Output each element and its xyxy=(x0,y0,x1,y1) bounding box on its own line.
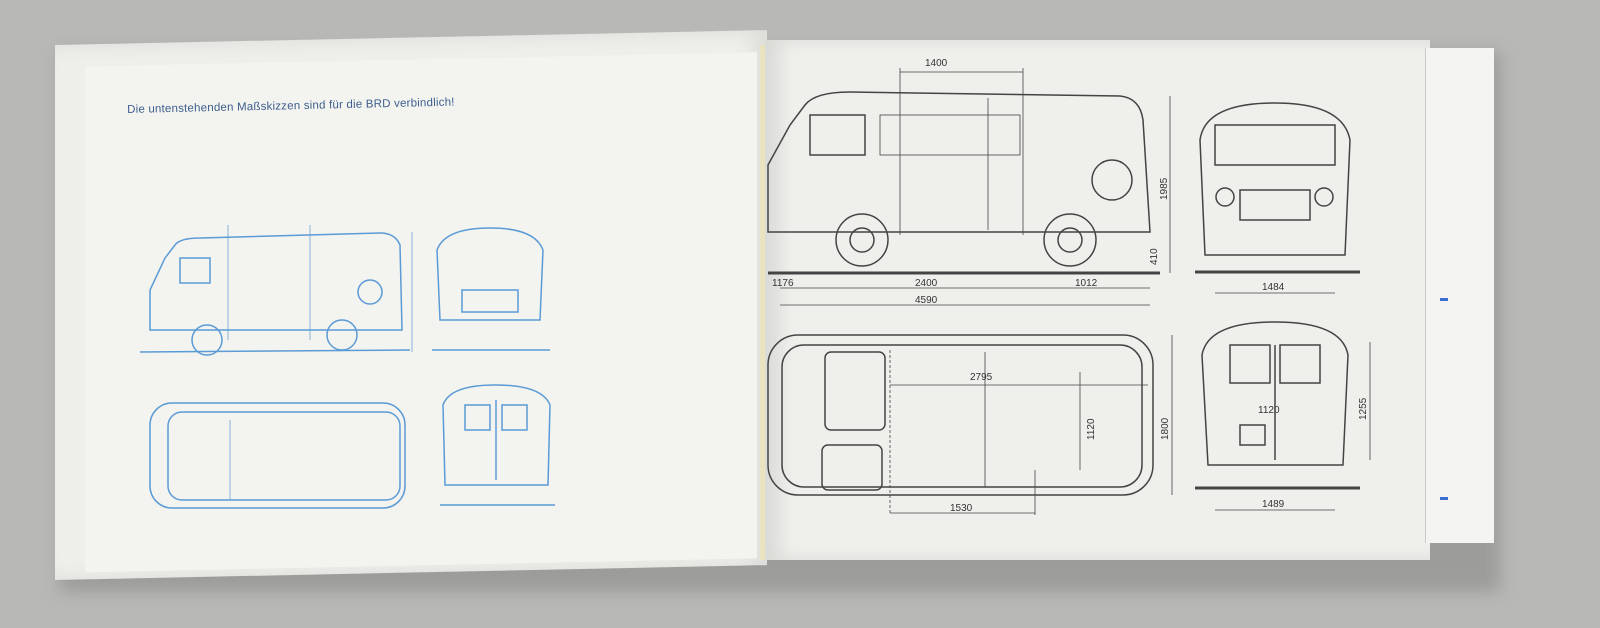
blue-side-view xyxy=(139,225,413,356)
blue-tab-mark xyxy=(1440,298,1448,301)
dim-overall-length: 4590 xyxy=(915,295,938,306)
dim-rear-overhang: 1012 xyxy=(1075,278,1098,289)
blue-rear-view xyxy=(440,384,555,506)
top-view-drawing xyxy=(767,334,1173,515)
right-page xyxy=(765,40,1430,560)
dim-front-track: 1484 xyxy=(1262,282,1285,293)
next-sheet-edge xyxy=(1425,48,1494,543)
dim-cargo-length: 2795 xyxy=(970,372,993,383)
dim-door-opening: 1530 xyxy=(950,503,973,514)
dim-overall-height: 1985 xyxy=(1159,177,1170,200)
dim-front-overhang: 1176 xyxy=(772,278,794,289)
dim-wheelbase: 2400 xyxy=(915,278,938,289)
dim-rear-door-width: 1120 xyxy=(1258,405,1280,416)
dim-overall-width: 1800 xyxy=(1160,417,1171,440)
blue-top-view xyxy=(149,402,406,509)
dim-ground-clearance: 410 xyxy=(1149,248,1160,265)
dim-roof-length: 1400 xyxy=(925,58,948,69)
blue-tab-mark xyxy=(1440,497,1448,500)
dim-rear-door-height: 1255 xyxy=(1358,397,1369,420)
dim-cargo-width: 1120 xyxy=(1086,418,1097,440)
dim-rear-track: 1489 xyxy=(1262,499,1285,510)
rear-view-drawing xyxy=(1195,321,1371,511)
blue-front-view xyxy=(432,227,550,351)
side-view-drawing xyxy=(767,68,1171,306)
book-spine xyxy=(760,45,768,560)
front-view-drawing xyxy=(1195,102,1360,294)
